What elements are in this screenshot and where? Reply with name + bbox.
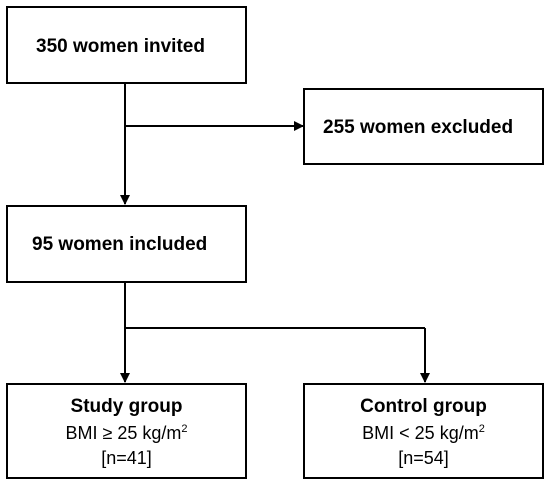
control-group-criterion: BMI < 25 kg/m2 bbox=[305, 423, 542, 444]
study-group-criterion: BMI ≥ 25 kg/m2 bbox=[8, 423, 245, 444]
included-box: 95 women included bbox=[6, 205, 247, 283]
invited-box: 350 women invited bbox=[6, 6, 247, 84]
included-label: 95 women included bbox=[32, 234, 208, 255]
control-group-count: [n=54] bbox=[398, 448, 449, 468]
study-group-criterion-text: BMI ≥ 25 kg/m bbox=[65, 423, 182, 443]
study-group-box: Study group BMI ≥ 25 kg/m2 [n=41] bbox=[6, 383, 247, 479]
excluded-label: 255 women excluded bbox=[323, 117, 514, 138]
control-group-box: Control group BMI < 25 kg/m2 [n=54] bbox=[303, 383, 544, 479]
control-group-title: Control group bbox=[360, 396, 487, 417]
invited-label: 350 women invited bbox=[36, 36, 205, 57]
excluded-box: 255 women excluded bbox=[303, 88, 544, 165]
control-group-criterion-exponent: 2 bbox=[478, 423, 485, 435]
study-group-criterion-exponent: 2 bbox=[181, 423, 188, 435]
study-group-count: [n=41] bbox=[101, 448, 152, 468]
control-group-criterion-text: BMI < 25 kg/m bbox=[362, 423, 479, 443]
study-group-title: Study group bbox=[70, 396, 183, 417]
